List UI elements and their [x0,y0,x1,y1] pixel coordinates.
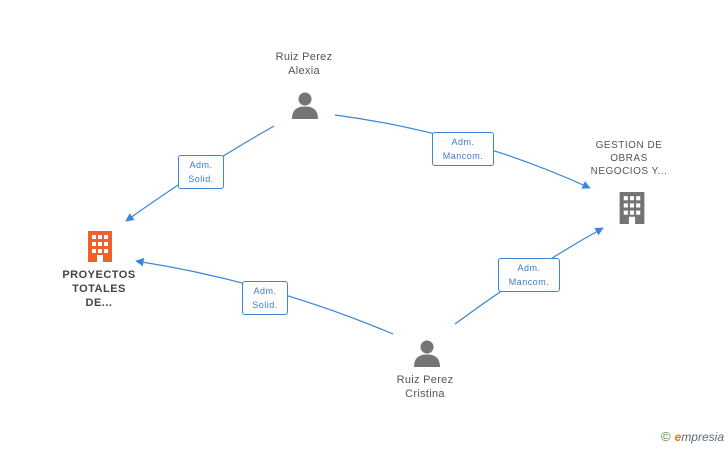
person-firstname: Alexia [288,65,320,77]
edge-label-cristina-gestion[interactable]: Adm. Mancom. [498,258,560,292]
role-line: Adm. [517,263,541,273]
person-surname: Ruiz Perez [396,374,454,386]
edge-label-alexia-gestion[interactable]: Adm. Mancom. [432,132,494,166]
role-line: Mancom. [442,151,484,161]
copyright-icon: © [661,429,671,444]
role-line: Solid. [252,300,278,310]
person-surname: Ruiz Perez [275,51,333,63]
footer-branding[interactable]: © empresia [661,429,724,444]
node-label-cristina[interactable]: Ruiz Perez Cristina [375,373,475,401]
building-icon[interactable] [86,230,114,262]
company-name-line: PROYECTOS [62,269,136,281]
person-icon[interactable] [290,90,320,120]
person-firstname: Cristina [405,388,445,400]
brand-logo: empresia [675,430,724,444]
node-label-proyectos[interactable]: PROYECTOS TOTALES DE... [47,268,151,310]
role-line: Adm. [451,137,475,147]
node-label-gestion[interactable]: GESTION DE OBRAS NEGOCIOS Y... [577,139,681,178]
role-line: Adm. [189,160,213,170]
brand-initial: e [674,429,682,444]
company-name-line: OBRAS [610,153,648,164]
node-label-alexia[interactable]: Ruiz Perez Alexia [254,50,354,78]
company-name-line: NEGOCIOS Y... [590,166,668,177]
person-icon[interactable] [412,338,442,368]
company-name-line: GESTION DE [595,140,663,151]
role-line: Mancom. [508,277,550,287]
edge-label-cristina-proyectos[interactable]: Adm. Solid. [242,281,288,315]
edge-label-alexia-proyectos[interactable]: Adm. Solid. [178,155,224,189]
role-line: Solid. [188,174,214,184]
company-name-line: DE... [85,297,113,309]
role-line: Adm. [253,286,277,296]
brand-name: mpresia [681,429,724,444]
building-icon[interactable] [617,191,647,224]
company-name-line: TOTALES [72,283,126,295]
